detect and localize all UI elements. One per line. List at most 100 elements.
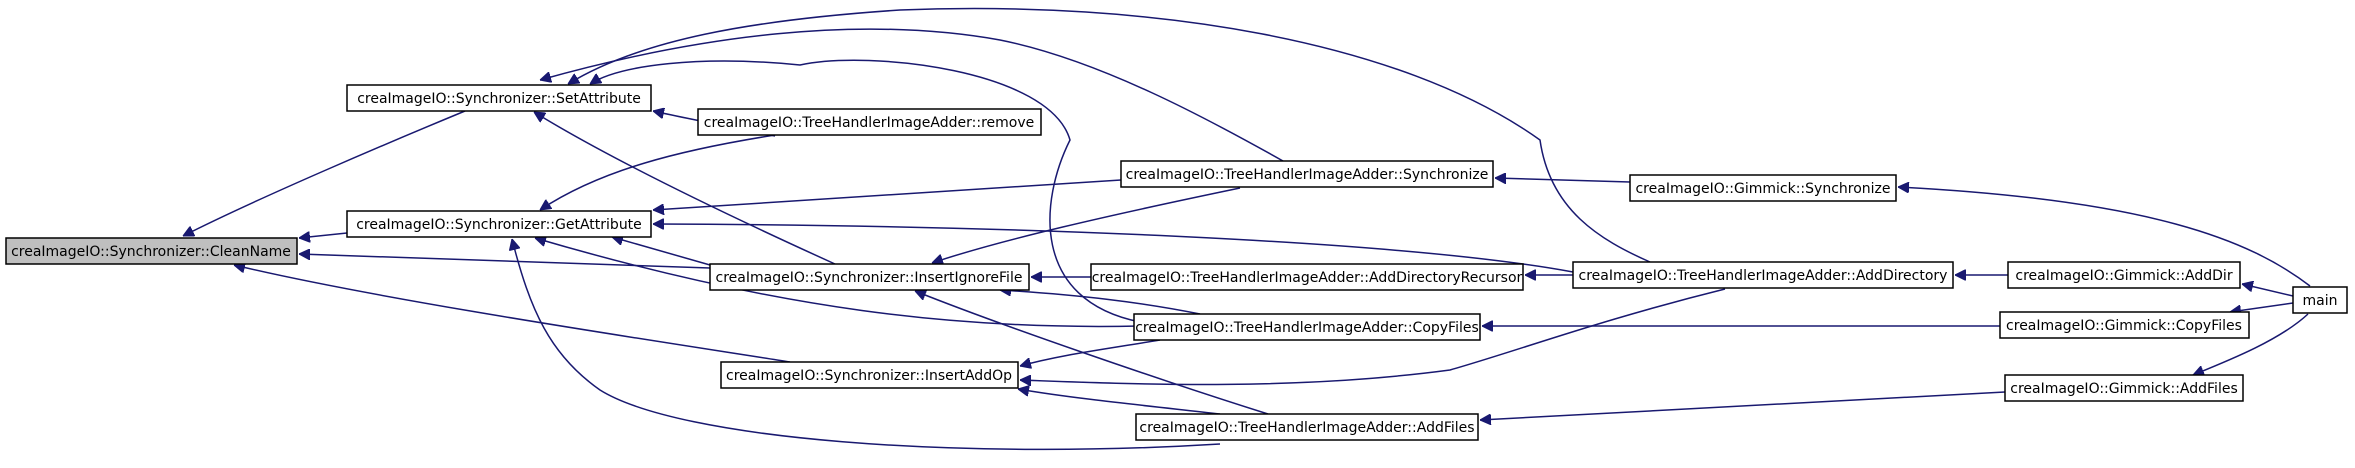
node-label: creaImageIO::Synchronizer::InsertIgnoreF… — [716, 270, 1023, 286]
node-addfiles-tree[interactable]: creaImageIO::TreeHandlerImageAdder::AddF… — [1135, 413, 1479, 441]
edge-line — [2242, 284, 2294, 297]
edge-line — [612, 237, 711, 266]
node-label: creaImageIO::Gimmick::Synchronize — [1635, 181, 1890, 197]
edge-adddirectory_tree-to-insertaddop — [1020, 288, 1726, 384]
edge-line — [590, 59, 1141, 323]
edge-addfiles_tree-to-insertaddop — [1018, 389, 1221, 415]
node-gimmick-addfiles[interactable]: creaImageIO::Gimmick::AddFiles — [2004, 374, 2244, 402]
node-label: creaImageIO::Synchronizer::InsertAddOp — [726, 368, 1012, 384]
node-label: creaImageIO::Synchronizer::SetAttribute — [357, 91, 641, 107]
node-label: creaImageIO::Gimmick::AddFiles — [2010, 381, 2238, 397]
edge-line — [653, 179, 1122, 210]
node-remove[interactable]: creaImageIO::TreeHandlerImageAdder::remo… — [697, 108, 1042, 136]
edge-main-to-gimmick_copyfiles — [2230, 302, 2294, 312]
node-box — [346, 84, 652, 112]
node-gimmick-copyfiles[interactable]: creaImageIO::Gimmick::CopyFiles — [1999, 311, 2250, 339]
node-layer: creaImageIO::Synchronizer::CleanName cre… — [5, 84, 2348, 441]
edge-setattribute-to-cleanname — [183, 110, 466, 237]
edge-line — [540, 134, 776, 210]
node-label: creaImageIO::Gimmick::AddDir — [2015, 268, 2232, 284]
edge-line — [1495, 178, 1631, 182]
edge-line — [915, 291, 1269, 415]
edge-adddirectory_tree-to-getattribute — [653, 224, 1574, 273]
node-copyfiles-tree[interactable]: creaImageIO::TreeHandlerImageAdder::Copy… — [1133, 313, 1481, 341]
node-box — [1133, 313, 1481, 341]
node-label: creaImageIO::TreeHandlerImageAdder::AddD… — [1579, 268, 1948, 284]
edge-gimmick_synchronize-to-synchronize_tree — [1495, 178, 1631, 182]
node-cleanname[interactable]: creaImageIO::Synchronizer::CleanName — [5, 237, 298, 265]
edge-copyfiles_tree-to-insertaddop — [1020, 339, 1161, 366]
node-box — [709, 263, 1030, 291]
edge-synchronize_tree-to-insertignorefile — [932, 187, 1241, 263]
edge-line — [1020, 339, 1161, 366]
node-box — [1629, 174, 1897, 202]
node-label: main — [2303, 293, 2338, 309]
node-setattribute[interactable]: creaImageIO::Synchronizer::SetAttribute — [346, 84, 652, 112]
edge-addfiles_tree-to-insertignorefile — [915, 291, 1269, 415]
edge-line — [1020, 288, 1726, 384]
edge-line — [2230, 302, 2294, 312]
edge-copyfiles_tree-to-insertignorefile — [1000, 290, 1201, 315]
edge-insertaddop-to-cleanname — [234, 265, 791, 363]
edge-line — [2193, 313, 2309, 375]
edge-gimmick_addfiles-to-addfiles_tree — [1480, 391, 2006, 420]
node-box — [697, 108, 1042, 136]
edge-main-to-gimmick_synchronize — [1898, 187, 2311, 287]
node-box — [346, 210, 652, 238]
node-insertignorefile[interactable]: creaImageIO::Synchronizer::InsertIgnoreF… — [709, 263, 1030, 291]
edge-main-to-gimmick_addfiles — [2193, 313, 2309, 375]
edge-insertignorefile-to-setattribute — [534, 112, 836, 265]
node-adddirectoryrecursor[interactable]: creaImageIO::TreeHandlerImageAdder::AddD… — [1090, 263, 1524, 291]
node-getattribute[interactable]: creaImageIO::Synchronizer::GetAttribute — [346, 210, 652, 238]
node-box — [2004, 374, 2244, 402]
node-box — [5, 237, 298, 265]
edge-line — [1898, 187, 2311, 287]
node-box — [720, 361, 1019, 389]
edge-insertignorefile-to-cleanname — [299, 254, 711, 269]
edge-remove-to-getattribute — [540, 134, 776, 210]
edge-line — [234, 265, 791, 363]
edge-line — [535, 238, 1141, 328]
edge-line — [534, 112, 836, 265]
node-synchronize-tree[interactable]: creaImageIO::TreeHandlerImageAdder::Sync… — [1120, 160, 1494, 188]
edge-getattribute-to-cleanname — [299, 233, 348, 238]
node-box — [1999, 311, 2250, 339]
node-gimmick-synchronize[interactable]: creaImageIO::Gimmick::Synchronize — [1629, 174, 1897, 202]
edge-adddirectory_tree-to-setattribute — [568, 7, 1651, 263]
edge-layer — [183, 7, 2311, 451]
node-insertaddop[interactable]: creaImageIO::Synchronizer::InsertAddOp — [720, 361, 1019, 389]
node-box — [1572, 261, 1954, 289]
node-box — [2007, 261, 2241, 289]
edge-addfiles_tree-to-getattribute — [512, 239, 1221, 451]
edge-line — [1480, 391, 2006, 420]
edge-line — [932, 187, 1241, 263]
node-box — [1090, 263, 1524, 291]
node-label: creaImageIO::Gimmick::CopyFiles — [2006, 318, 2242, 334]
node-label: creaImageIO::TreeHandlerImageAdder::AddD… — [1092, 270, 1523, 286]
edge-line — [299, 233, 348, 238]
edge-copyfiles_tree-to-setattribute — [590, 59, 1141, 323]
node-gimmick-adddir[interactable]: creaImageIO::Gimmick::AddDir — [2007, 261, 2241, 289]
edge-main-to-gimmick_adddir — [2242, 284, 2294, 297]
node-label: creaImageIO::Synchronizer::GetAttribute — [356, 217, 642, 233]
edge-insertignorefile-to-getattribute — [612, 237, 711, 266]
edge-line — [512, 239, 1221, 451]
edge-line — [183, 110, 466, 237]
edge-line — [1018, 389, 1221, 415]
node-main[interactable]: main — [2292, 286, 2348, 314]
node-box — [1120, 160, 1494, 188]
node-label: creaImageIO::TreeHandlerImageAdder::AddF… — [1139, 420, 1474, 436]
edge-copyfiles_tree-to-getattribute — [535, 238, 1141, 328]
edge-line — [653, 224, 1574, 273]
node-label: creaImageIO::TreeHandlerImageAdder::remo… — [704, 115, 1034, 131]
node-label: creaImageIO::Synchronizer::CleanName — [11, 244, 291, 260]
edge-line — [568, 7, 1651, 263]
edge-synchronize_tree-to-getattribute — [653, 179, 1122, 210]
node-adddirectory-tree[interactable]: creaImageIO::TreeHandlerImageAdder::AddD… — [1572, 261, 1954, 289]
node-box — [2292, 286, 2348, 314]
node-box — [1135, 413, 1479, 441]
edge-line — [1000, 290, 1201, 315]
edge-line — [299, 254, 711, 269]
node-label: creaImageIO::TreeHandlerImageAdder::Sync… — [1126, 167, 1489, 183]
